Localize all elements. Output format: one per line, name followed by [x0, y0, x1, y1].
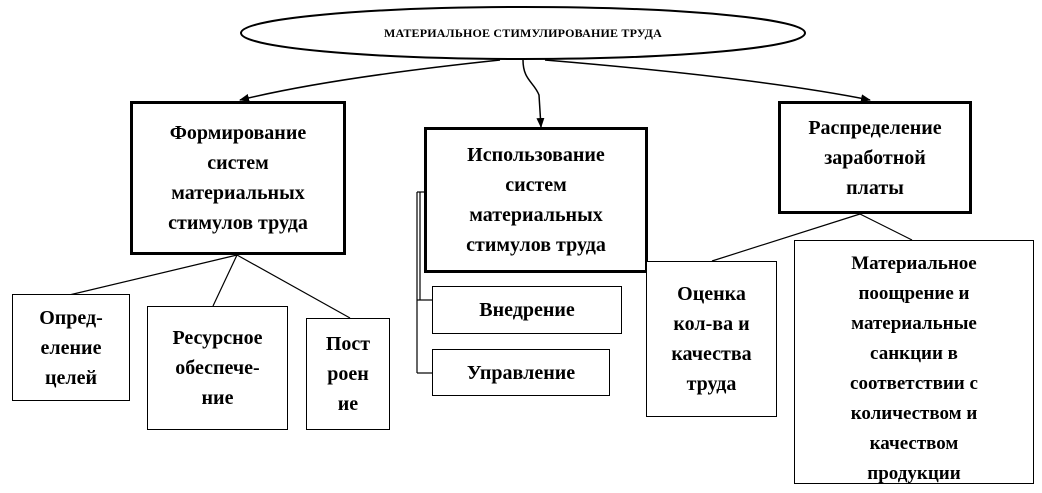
root-label: МАТЕРИАЛЬНОЕ СТИМУЛИРОВАНИЕ ТРУДА [384, 25, 662, 40]
arrow-to-formation [239, 59, 501, 102]
arrow-to-usage [522, 59, 545, 128]
arrow-to-distribution [544, 59, 871, 103]
resources-box: Ресурсное обеспече- ние [147, 306, 288, 430]
construction-box: Пост роен ие [306, 318, 390, 430]
incentives-label: Материальное поощрение и материальные са… [850, 253, 978, 484]
assessment-box: Оценка кол-ва и качества труда [646, 261, 777, 417]
root-ellipse [240, 6, 806, 60]
link-formation-construction [236, 254, 351, 319]
management-label: Управление [466, 361, 576, 384]
implementation-label: Внедрение [479, 299, 575, 321]
distribution-box: Распределение заработной платы [778, 101, 972, 214]
link-distribution-assessment [711, 213, 861, 262]
usage-label: Использование систем материальных стимул… [466, 144, 606, 256]
management-box: Управление [432, 349, 610, 396]
goals-box: Опред- еление целей [12, 294, 130, 401]
formation-box: Формирование систем материальных стимуло… [130, 101, 346, 255]
formation-label: Формирование систем материальных стимуло… [168, 122, 308, 234]
usage-box: Использование систем материальных стимул… [424, 127, 648, 273]
goals-label: Опред- еление целей [39, 306, 103, 389]
link-formation-goals [64, 254, 238, 297]
link-distribution-incentives [859, 213, 913, 241]
construction-label: Пост роен ие [325, 333, 371, 415]
incentives-box: Материальное поощрение и материальные са… [794, 240, 1034, 484]
assessment-label: Оценка кол-ва и качества труда [671, 283, 752, 395]
distribution-label: Распределение заработной платы [808, 116, 942, 199]
link-formation-resources [212, 254, 238, 307]
resources-label: Ресурсное обеспече- ние [172, 327, 263, 409]
implementation-box: Внедрение [432, 286, 622, 334]
